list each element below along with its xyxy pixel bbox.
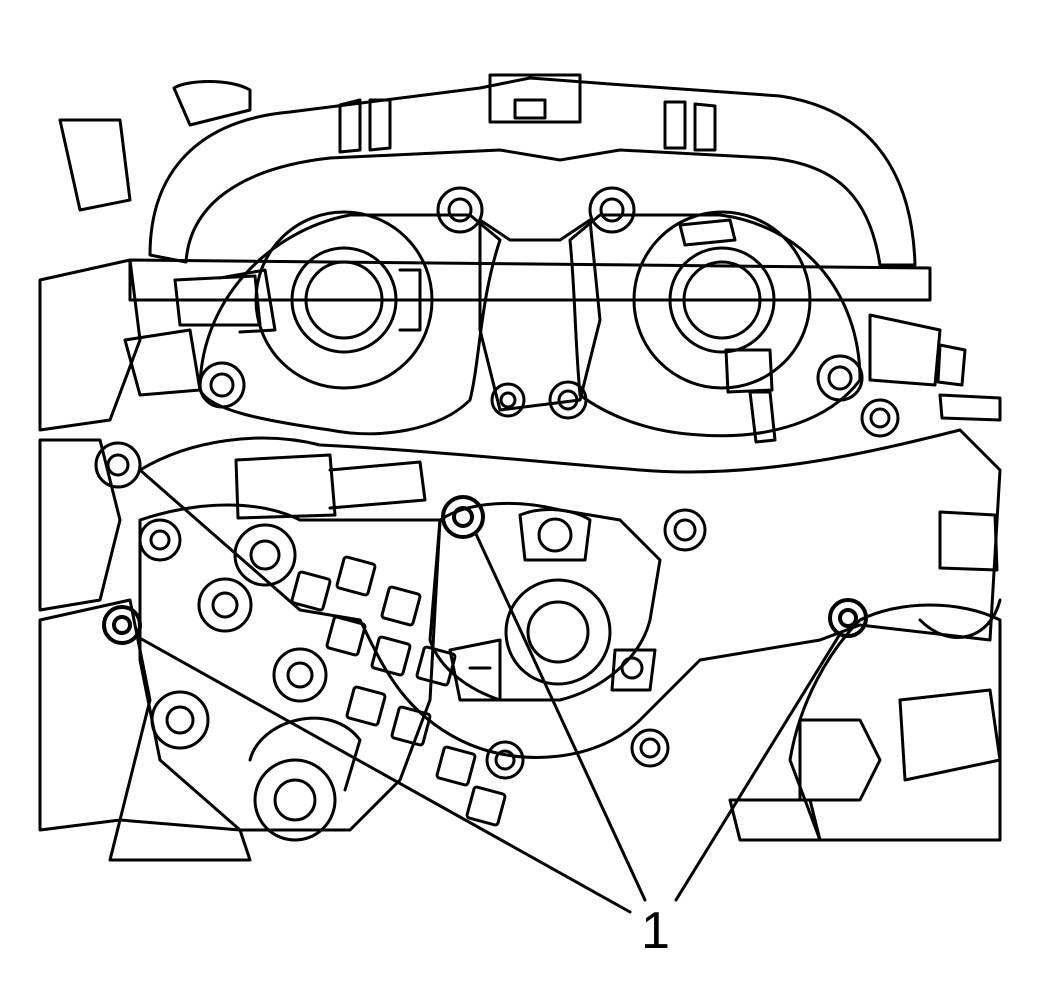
target-bolt-center [441, 495, 485, 539]
leader-line-center [474, 532, 647, 902]
cam-sensors [123, 268, 1002, 422]
leader-line-right [674, 632, 842, 902]
right-lower-assembly [728, 603, 1002, 842]
timing-cover [138, 428, 1002, 759]
right-cam-cover [568, 210, 862, 444]
cover-bolts [94, 186, 900, 780]
callout-target-bolts [102, 495, 868, 645]
left-cam-cover [198, 210, 502, 436]
cam-cover [128, 73, 932, 302]
left-block-edge [38, 118, 142, 612]
leader-line-left [134, 634, 632, 914]
leader-lines [134, 532, 842, 914]
target-bolt-left [102, 605, 142, 645]
lower-timing-cover [138, 503, 507, 832]
center-web [478, 218, 602, 412]
tensioner-pulleys [38, 598, 362, 862]
target-bolt-right [828, 598, 868, 638]
callout-label: 1 [641, 902, 670, 960]
